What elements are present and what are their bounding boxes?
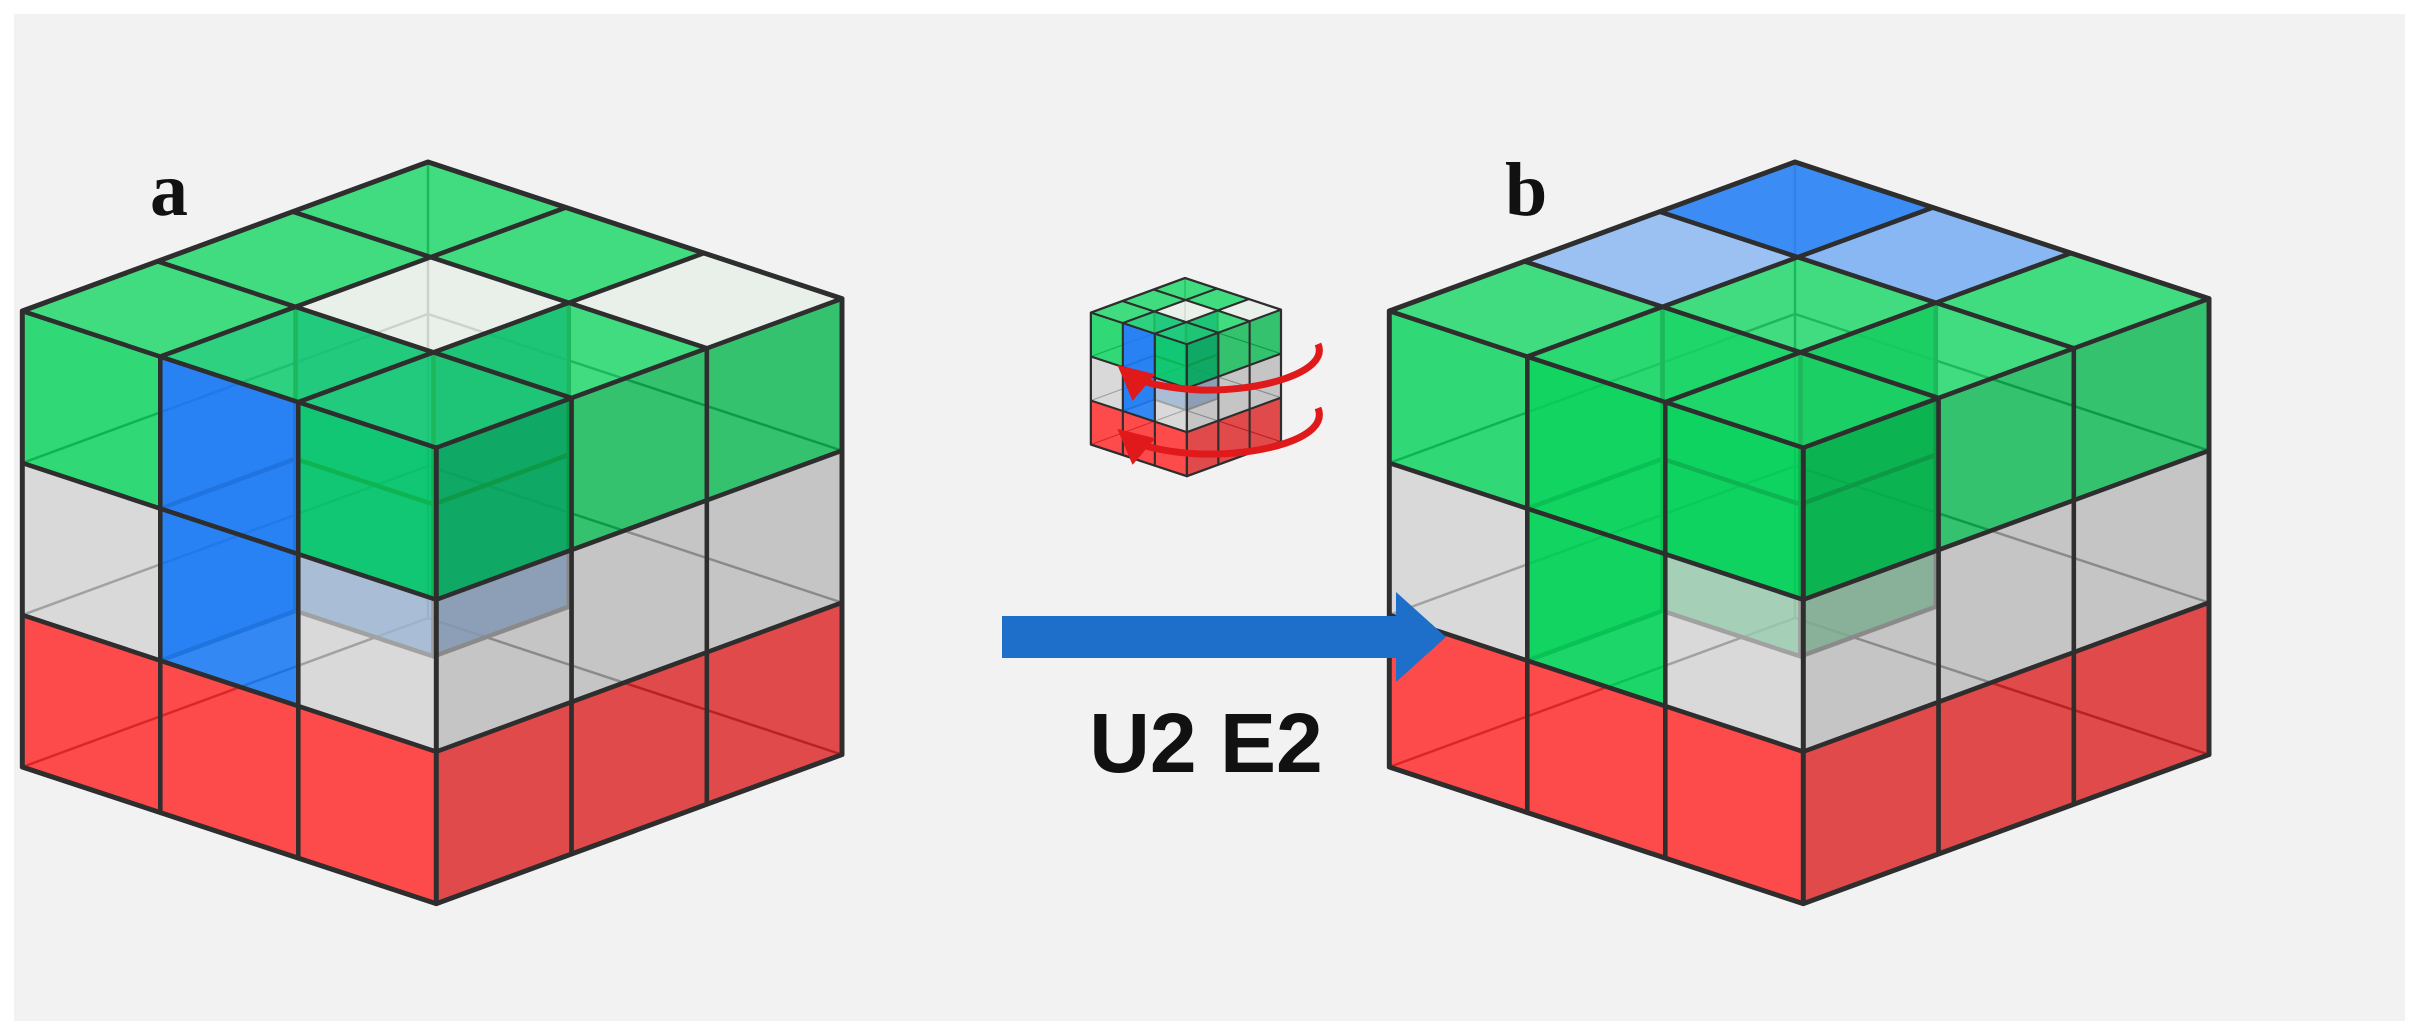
- panel-label-b: b: [1505, 148, 1547, 232]
- cube-panel-b: [1386, 159, 2212, 907]
- transition-arrow-head: [1396, 592, 1446, 682]
- cube-panel-a: [19, 159, 845, 907]
- transition-arrow-shaft: [1002, 616, 1402, 658]
- mini-cube-rotation-illustration: [1089, 276, 1283, 478]
- move-notation: U2 E2: [1089, 696, 1322, 790]
- transition-arrow: [1002, 592, 1446, 682]
- panel-label-a: a: [150, 148, 188, 232]
- rotation-arrow-lower: [1117, 406, 1323, 465]
- rotation-arrow-upper: [1117, 342, 1323, 401]
- rotation-arrows: [1117, 342, 1323, 465]
